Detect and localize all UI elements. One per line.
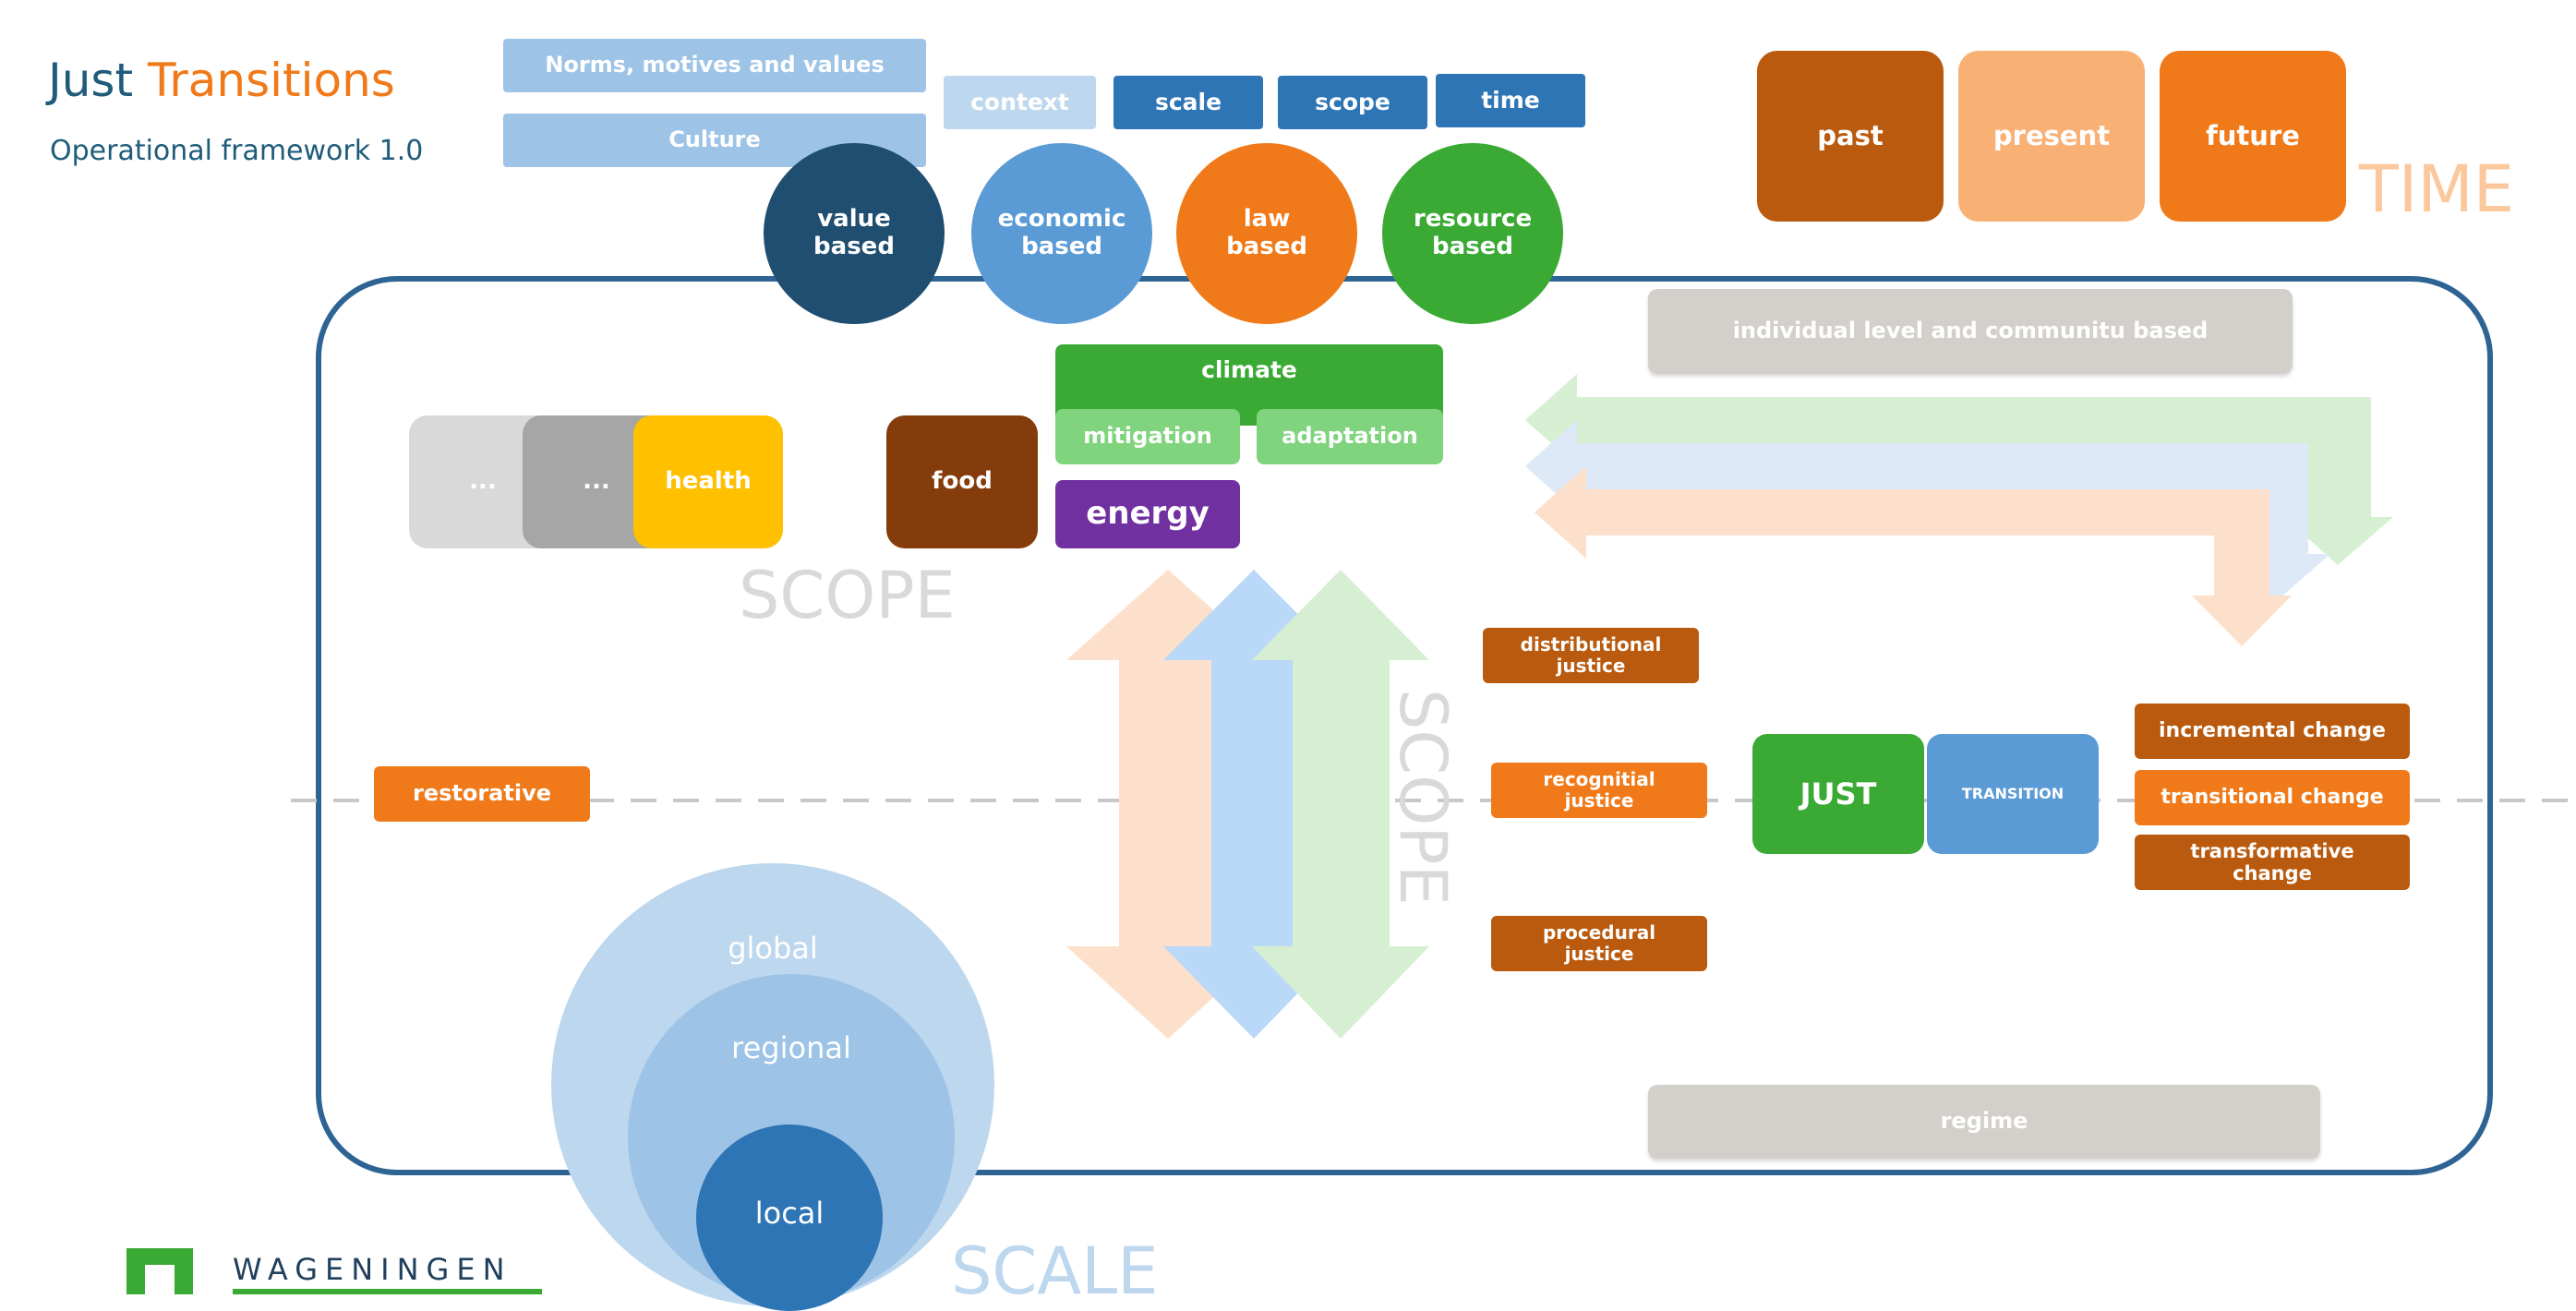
context-tag: context	[944, 76, 1096, 129]
resource-based-circle: resource based	[1382, 143, 1563, 324]
health-box: health	[633, 415, 783, 548]
title-just: Just	[48, 54, 134, 107]
l-arrow-blue	[1525, 420, 2330, 604]
climate-label: climate	[1201, 356, 1297, 383]
scope-tag: scope	[1278, 76, 1427, 129]
distributional-justice-box: distributional justice	[1483, 628, 1699, 683]
global-label: global	[728, 931, 818, 966]
regional-label: regional	[731, 1030, 851, 1065]
title-transitions: Transitions	[148, 54, 395, 107]
wageningen-logo-text: WAGENINGEN	[233, 1252, 512, 1287]
past-box: past	[1757, 51, 1944, 222]
l-arrow-peach	[1535, 466, 2292, 646]
adaptation-box: adaptation	[1257, 409, 1443, 464]
economic-based-circle: economic based	[971, 143, 1152, 324]
scale-tag: scale	[1113, 76, 1263, 129]
local-circle: local	[696, 1125, 883, 1311]
regime-bar: regime	[1648, 1085, 2320, 1159]
wageningen-logo-mark	[126, 1248, 193, 1294]
transitional-change-box: transitional change	[2135, 770, 2410, 825]
food-box: food	[886, 415, 1038, 548]
value-based-circle: value based	[764, 143, 945, 324]
time-tag: time	[1436, 74, 1585, 127]
law-based-circle: law based	[1176, 143, 1357, 324]
local-label: local	[754, 1196, 825, 1231]
page-subtitle: Operational framework 1.0	[50, 135, 424, 167]
page-title: Just Transitions	[48, 54, 395, 107]
logo-mark-inner	[145, 1265, 175, 1294]
energy-box: energy	[1055, 480, 1240, 548]
restorative-box: restorative	[374, 766, 590, 822]
mitigation-box: mitigation	[1055, 409, 1240, 464]
present-box: present	[1958, 51, 2145, 222]
scope-vertical-label: SCOPE	[1385, 689, 1461, 906]
future-box: future	[2160, 51, 2346, 222]
recognitial-justice-box: recognitial justice	[1491, 763, 1707, 818]
procedural-justice-box: procedural justice	[1491, 916, 1707, 971]
just-box: JUST	[1752, 734, 1924, 854]
norms-motives-values-bar: Norms, motives and values	[503, 39, 926, 92]
l-arrow-green	[1525, 374, 2393, 565]
vertical-arrow-green	[1252, 570, 1429, 1039]
scope-label: SCOPE	[739, 558, 956, 633]
transition-box: TRANSITION	[1927, 734, 2099, 854]
individual-level-bar: individual level and communitu based	[1648, 289, 2293, 374]
vertical-arrow-peach	[1066, 570, 1270, 1039]
transformative-change-box: transformative change	[2135, 835, 2410, 890]
scale-label: SCALE	[951, 1233, 1159, 1309]
logo-underline	[233, 1289, 542, 1294]
incremental-change-box: incremental change	[2135, 704, 2410, 759]
time-label: TIME	[2359, 151, 2515, 227]
